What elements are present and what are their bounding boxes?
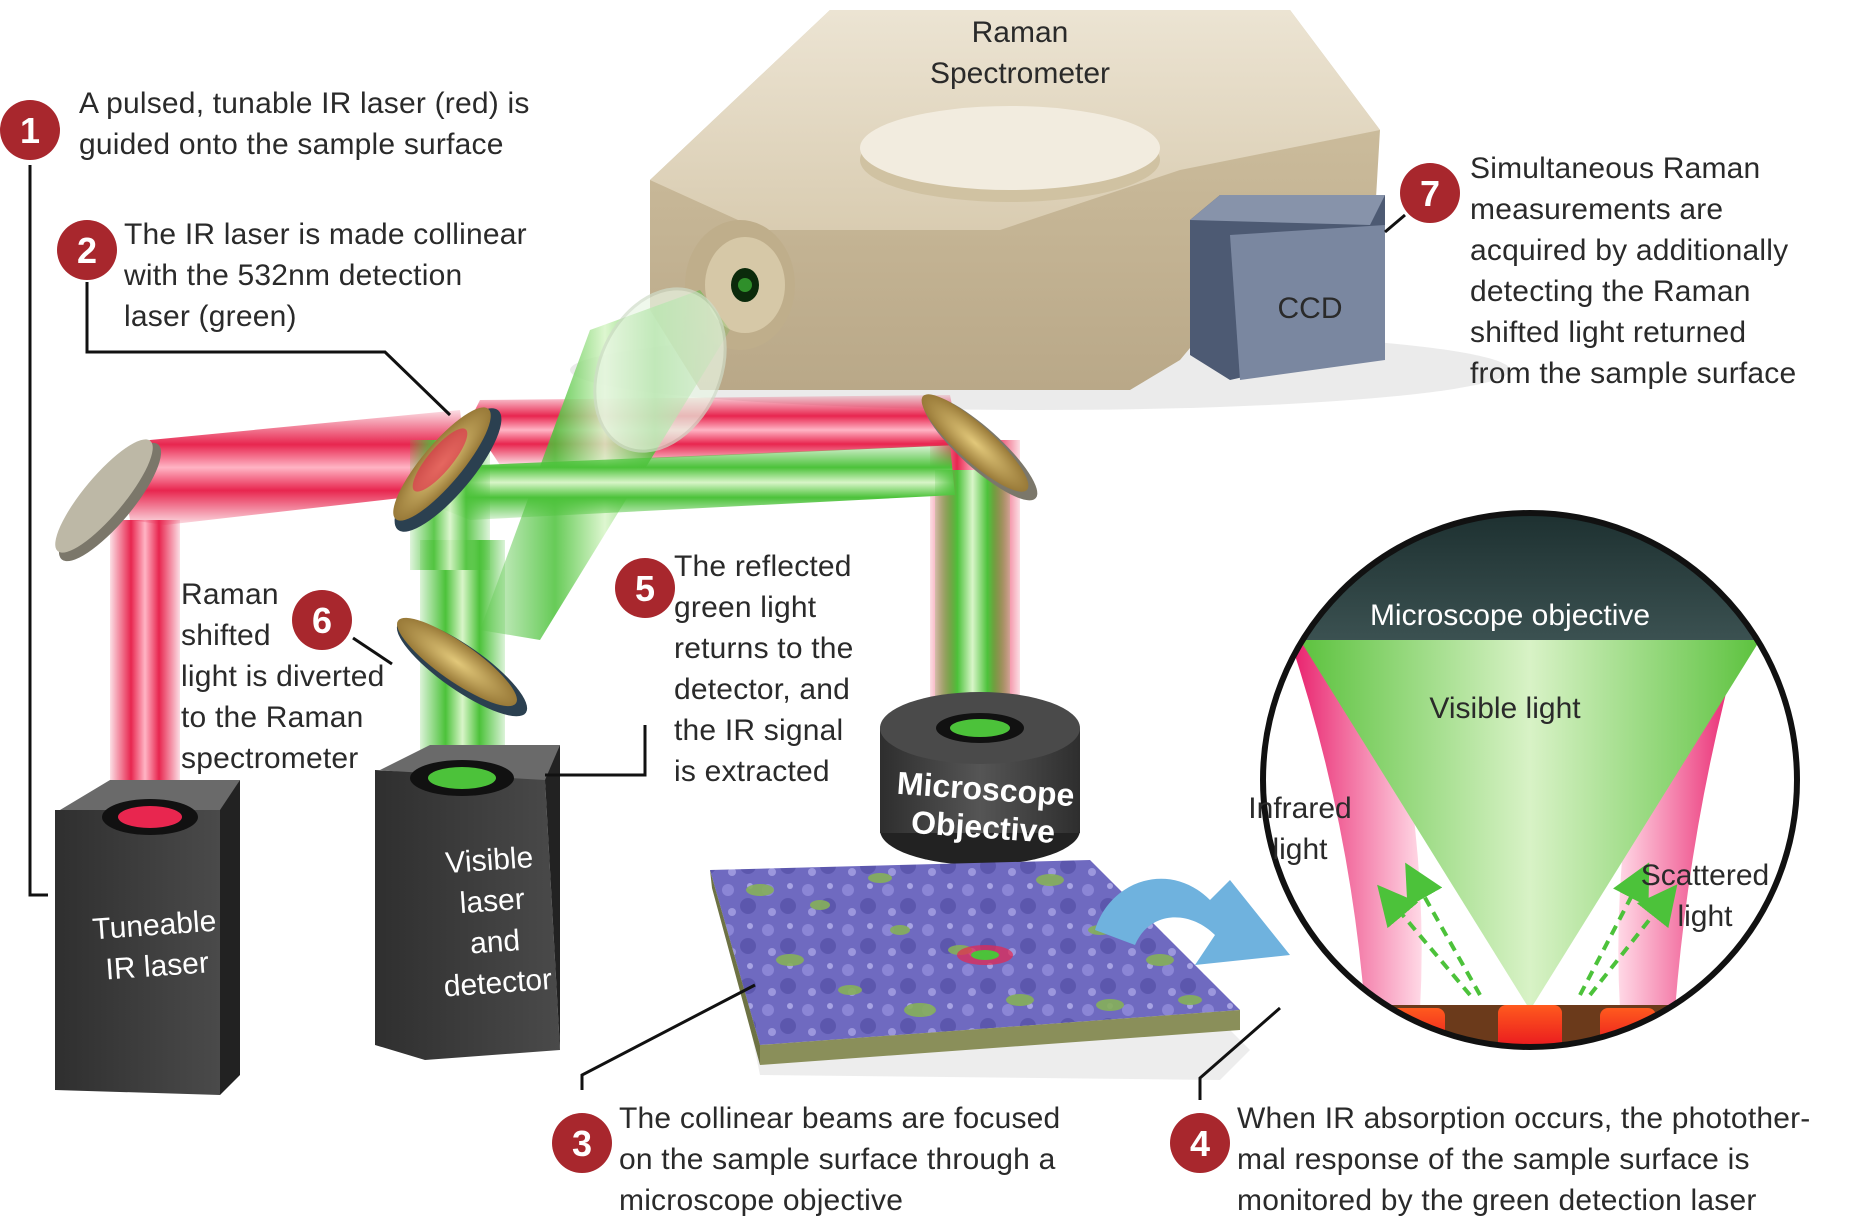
ir-laser-box bbox=[55, 780, 240, 1095]
step-badge-5: 5 bbox=[615, 558, 675, 618]
absorber-pillar-center bbox=[1498, 1005, 1562, 1045]
step-badge-1: 1 bbox=[0, 100, 60, 160]
svg-text:3: 3 bbox=[572, 1123, 592, 1164]
visible-laser-label: Visiblelaseranddetector bbox=[434, 840, 553, 1003]
visible-laser-box bbox=[375, 745, 560, 1060]
svg-text:1: 1 bbox=[20, 110, 40, 151]
magnify-arrow-icon bbox=[1095, 878, 1290, 965]
lens bbox=[593, 287, 727, 453]
step-4-text: When IR absorption occurs, the photother… bbox=[1237, 1102, 1811, 1217]
step-2-text: The IR laser is made collinear with the … bbox=[124, 218, 527, 333]
step-badge-2: 2 bbox=[57, 220, 117, 280]
svg-text:2: 2 bbox=[77, 230, 97, 271]
step-5-text: The reflected green light returns to the… bbox=[674, 550, 854, 788]
mirror-ir-turning bbox=[55, 439, 162, 562]
mirror-objective bbox=[921, 394, 1038, 501]
step-3-text: The collinear beams are focused on the s… bbox=[619, 1102, 1061, 1217]
ir-laser-label: TuneableIR laser bbox=[91, 905, 220, 987]
step-1-text: A pulsed, tunable IR laser (red) is guid… bbox=[79, 87, 530, 161]
step-badge-6: 6 bbox=[292, 590, 352, 650]
inset-magnified-view bbox=[1260, 510, 1800, 1050]
step-badge-3: 3 bbox=[552, 1113, 612, 1173]
step-7-text: Simultaneous Raman measurements are acqu… bbox=[1470, 152, 1797, 390]
mirror-dichroic-1 bbox=[393, 407, 502, 532]
leader-lines bbox=[28, 165, 1406, 1100]
svg-text:7: 7 bbox=[1420, 173, 1440, 214]
inset-header-label: Microscope objective bbox=[1370, 599, 1650, 632]
mirror-dichroic-2 bbox=[396, 617, 528, 717]
microscope-objective bbox=[880, 692, 1080, 960]
step-badge-7: 7 bbox=[1400, 163, 1460, 223]
visible-light-label: Visible light bbox=[1429, 692, 1581, 725]
ccd-camera bbox=[1190, 195, 1385, 380]
svg-text:6: 6 bbox=[312, 600, 332, 641]
step-badge-4: 4 bbox=[1170, 1113, 1230, 1173]
svg-text:4: 4 bbox=[1190, 1123, 1210, 1164]
svg-text:5: 5 bbox=[635, 568, 655, 609]
ccd-label: CCD bbox=[1278, 292, 1343, 325]
step-6-text: Raman shifted light is diverted to the R… bbox=[181, 578, 385, 775]
